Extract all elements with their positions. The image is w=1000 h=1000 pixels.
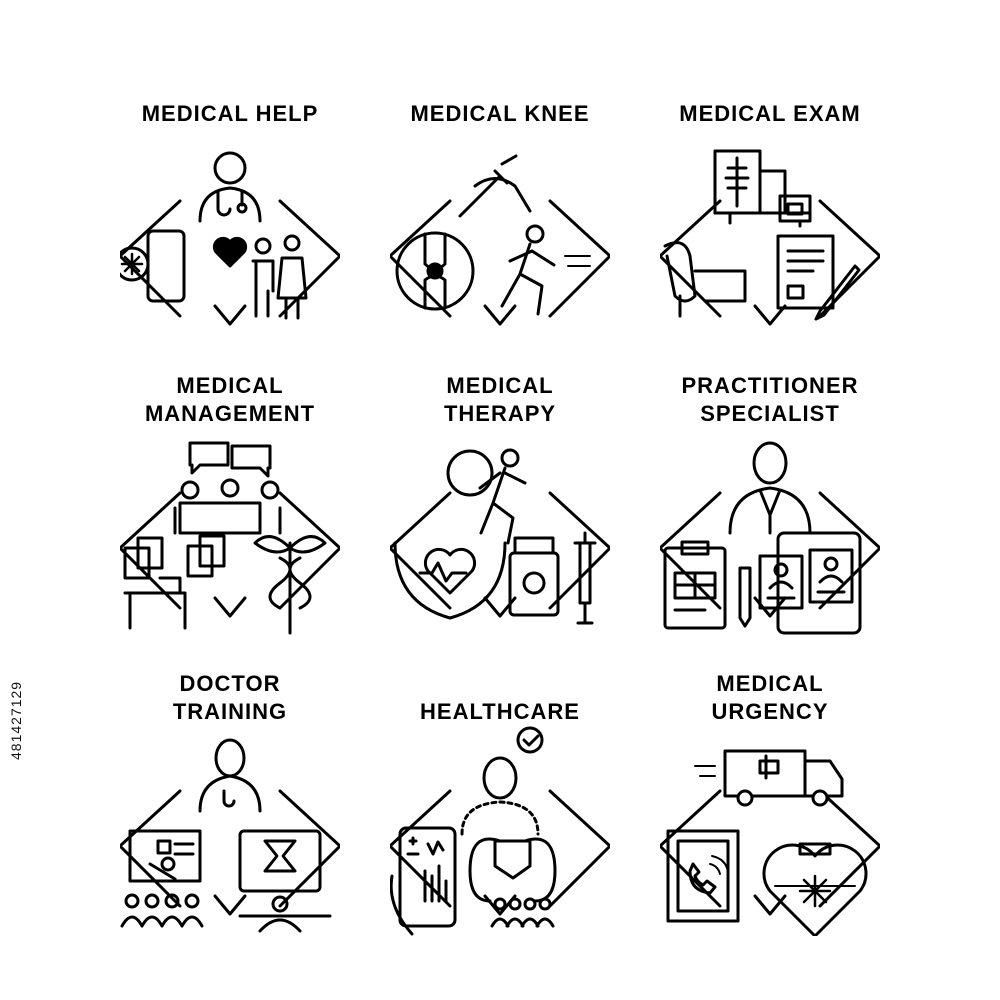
card-title-line1: MEDICAL [446,373,554,398]
medical-help-icon [120,146,340,346]
card-title: HEALTHCARE [420,699,580,724]
card-title: MEDICAL HELP [141,101,319,126]
healthcare-icon [390,726,610,936]
card-title-line1: MEDICAL [716,671,824,696]
card-title: MEDICAL KNEE [410,101,590,126]
card-title: MEDICAL EXAM [679,101,861,126]
card-title-line1: MEDICAL [176,373,284,398]
medical-urgency-icon [660,736,880,936]
card-title-line1: PRACTITIONER [681,373,859,398]
card-title-line2: SPECIALIST [700,401,840,426]
medical-knee-icon [390,146,610,346]
medical-exam-icon [660,146,880,346]
doctor-training-icon [120,736,340,936]
stock-id-watermark: 481427129 [8,680,24,760]
card-title-line2: TRAINING [172,699,288,724]
medical-management-icon [120,438,340,638]
card-title-line2: THERAPY [443,401,557,426]
medical-therapy-icon [390,438,610,638]
practitioner-specialist-icon [660,438,880,638]
card-title-line1: DOCTOR [179,671,281,696]
card-title-line2: MANAGEMENT [144,401,316,426]
card-title-line2: URGENCY [711,699,829,724]
